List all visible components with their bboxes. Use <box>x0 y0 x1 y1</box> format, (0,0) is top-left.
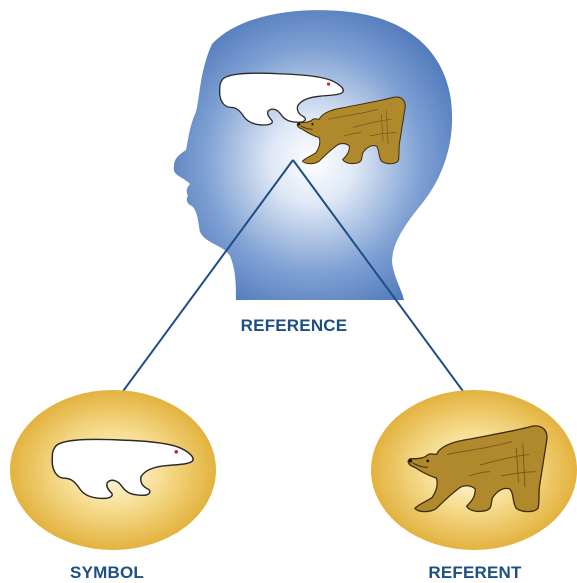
symbol-label: SYMBOL <box>52 563 162 583</box>
referent-label: REFERENT <box>410 563 540 583</box>
reference-label: REFERENCE <box>224 316 364 336</box>
